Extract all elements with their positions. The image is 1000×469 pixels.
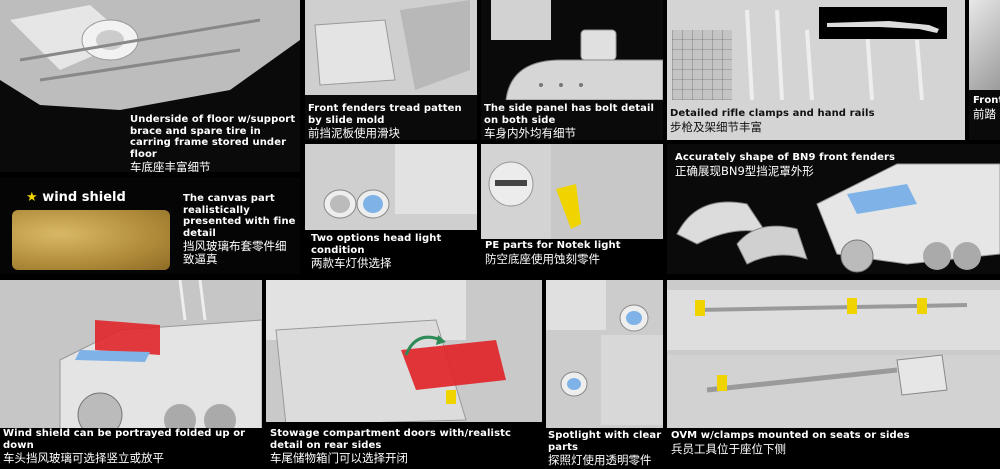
panel-side-panel: The side panel has bolt detail on both s… [481,0,663,140]
underside-caption-zh: 车底座丰富细节 [130,160,211,172]
panel-stowage: Stowage compartment doors with/realistc … [266,280,542,469]
stowage-caption: Stowage compartment doors with/realistc … [270,428,540,465]
side-panel-caption-en: The side panel has bolt detail on both s… [484,103,655,126]
underside-caption: Underside of floor w/support brace and s… [130,114,300,172]
bn9-vehicle-image [676,163,1000,273]
front-fenders-caption: Front fenders tread patten by slide mold… [308,103,476,140]
stowage-caption-zh: 车尾储物箱门可以选择开闭 [270,451,408,465]
ovm-caption-zh: 兵员工具位于座位下侧 [671,441,786,456]
side-panel-model-image [491,0,663,100]
canvas-caption: The canvas part realistically presented … [183,193,297,266]
canvas-part-image [12,210,170,270]
ovm-caption-en: OVM w/clamps mounted on seats or sides [671,430,910,441]
head-light-caption: Two options head light condition 两款车灯供选择 [311,233,473,270]
panel-bn9: Accurately shape of BN9 front fenders 正确… [667,144,1000,274]
notek-caption-en: PE parts for Notek light [485,240,621,251]
front-partial-image [969,0,1000,90]
stowage-caption-en: Stowage compartment doors with/realistc … [270,428,512,451]
canvas-caption-en: The canvas part realistically presented … [183,193,296,239]
rifle-clamps-caption: Detailed rifle clamps and hand rails 步枪及… [670,108,960,134]
side-panel-caption: The side panel has bolt detail on both s… [484,103,662,140]
rifle-grid-texture [672,30,732,100]
stowage-caption-bg [266,422,542,469]
spotlight-caption-zh: 探照灯使用透明零件 [548,453,652,467]
spotlight-image [546,280,663,425]
notek-caption: PE parts for Notek light 防空底座使用蚀刻零件 [485,240,661,266]
canvas-caption-zh: 挡风玻璃布套零件细致逼真 [183,239,287,267]
underside-model-image [0,0,300,110]
spotlight-caption-en: Spotlight with clear parts [548,430,662,453]
wind-fold-caption: Wind shield can be portrayed folded up o… [3,428,261,465]
star-icon: ★ [26,190,38,205]
wind-fold-caption-zh: 车头挡风玻璃可选择竖立或放平 [3,451,164,465]
bn9-caption: Accurately shape of BN9 front fenders 正确… [675,152,905,178]
rifle-clamps-caption-en: Detailed rifle clamps and hand rails [670,108,875,119]
rifle-rails-image [745,9,924,101]
front-fender-model-image [305,0,477,95]
rifle-clamps-caption-zh: 步枪及架细节丰富 [670,119,762,134]
panel-spotlight: Spotlight with clear parts 探照灯使用透明零件 [546,280,663,469]
wind-shield-title-text: wind shield [42,190,126,205]
panel-ovm: OVM w/clamps mounted on seats or sides 兵… [667,280,1000,469]
underside-caption-en: Underside of floor w/support brace and s… [130,114,296,160]
spotlight-caption: Spotlight with clear parts 探照灯使用透明零件 [548,430,663,467]
front-partial-caption-zh: 前踏 [973,106,996,121]
front-fenders-caption-zh: 前挡泥板使用滑块 [308,126,400,140]
bn9-caption-zh: 正确展现BN9型挡泥罩外形 [675,163,814,178]
head-light-caption-zh: 两款车灯供选择 [311,256,392,270]
wind-fold-caption-en: Wind shield can be portrayed folded up o… [3,428,246,451]
spotlight-caption-bg [546,428,663,469]
panel-rifle-clamps: Detailed rifle clamps and hand rails 步枪及… [667,0,965,140]
panel-front-fenders: Front fenders tread patten by slide mold… [305,0,477,140]
stowage-image [266,280,506,425]
head-light-caption-en: Two options head light condition [311,233,442,256]
panel-notek: PE parts for Notek light 防空底座使用蚀刻零件 [481,144,663,274]
notek-caption-bg [481,239,663,274]
panel-wind-fold: Wind shield can be portrayed folded up o… [0,280,262,469]
panel-front-partial: Front 前踏 [969,0,1000,140]
front-fenders-caption-en: Front fenders tread patten by slide mold [308,103,462,126]
ovm-caption-bg [667,428,1000,469]
panel-head-light: Two options head light condition 两款车灯供选择 [305,144,477,274]
front-partial-caption-en: Front [973,95,1000,106]
ovm-image [667,290,1000,428]
wind-shield-title: ★ wind shield [26,190,126,206]
wind-fold-vehicle-image [59,280,262,430]
wind-fold-caption-bg [0,428,262,469]
front-partial-caption: Front 前踏 [973,95,1000,121]
rifle-inset [819,7,947,39]
bn9-caption-en: Accurately shape of BN9 front fenders [675,152,896,163]
ovm-caption: OVM w/clamps mounted on seats or sides 兵… [671,430,996,456]
head-light-image [323,144,477,219]
panel-wind-shield: ★ wind shield The canvas part realistica… [0,178,300,274]
head-light-caption-bg [305,230,477,274]
side-panel-caption-zh: 车身内外均有细节 [484,126,576,140]
notek-caption-zh: 防空底座使用蚀刻零件 [485,251,600,266]
panel-underside: Underside of floor w/support brace and s… [0,0,300,172]
rifle-icon [827,21,939,33]
notek-image [488,144,663,239]
